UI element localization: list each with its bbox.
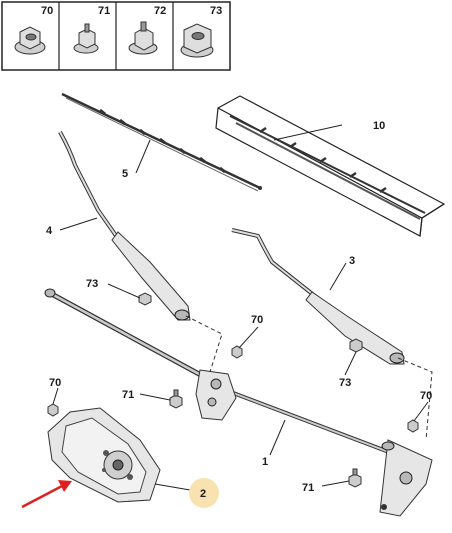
wiper-motor-2 [47,407,161,503]
nut-70-right [407,419,419,433]
wiper-arm-4 [58,131,191,321]
callout-5: 5 [122,168,128,180]
parts-header-table: 70 71 72 73 [1,1,231,71]
callout-70-right: 70 [420,390,432,402]
highlight-circle [189,478,219,508]
wiper-arm-3 [231,228,405,365]
hex-nut-collar-icon [128,21,158,55]
wiper-blade-set-10 [215,95,446,237]
wiper-linkage-1 [44,288,433,517]
header-part-number: 70 [41,5,53,17]
callout-71-right: 71 [302,482,314,494]
nut-73-right [349,338,363,353]
assembly-guide-lines [185,315,433,441]
hex-nut-large-icon [180,23,214,58]
callout-70-left: 70 [49,377,61,389]
red-arrow-icon [21,480,72,509]
callout-3: 3 [349,255,355,267]
callout-70-center: 70 [251,314,263,326]
callout-1: 1 [262,456,268,468]
header-part-number: 72 [154,5,166,17]
header-part-number: 71 [98,5,110,17]
callout-10: 10 [373,120,385,132]
nut-71-center [169,389,183,409]
nut-70-center [231,345,243,359]
callout-4: 4 [46,225,53,237]
callout-71-center: 71 [122,389,134,401]
hex-nut-flanged-icon [14,26,46,55]
wiper-blade-5 [61,92,262,192]
nut-73-left [138,292,152,306]
nut-70-left [47,403,59,417]
hex-nut-small-icon [73,23,99,54]
leader-lines [52,124,429,491]
header-part-number: 73 [210,5,222,17]
nut-71-right [348,468,362,488]
callout-2: 2 [200,488,206,500]
callout-73-left: 73 [86,278,98,290]
callout-73-right: 73 [339,377,351,389]
